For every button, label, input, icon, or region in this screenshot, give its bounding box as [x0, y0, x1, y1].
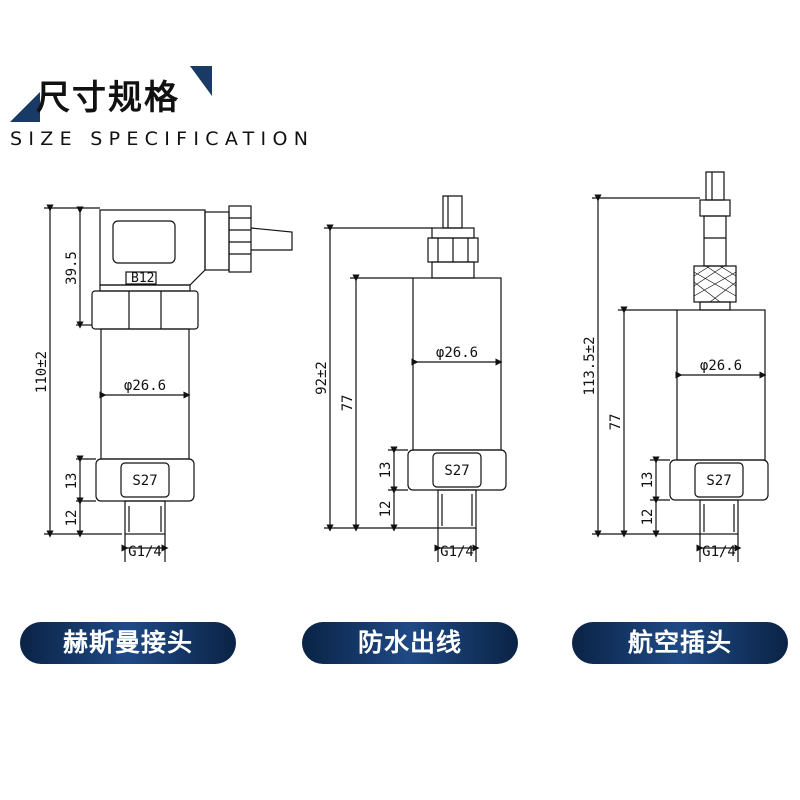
sensor-2-drawing — [324, 195, 507, 562]
sensor-1-connector-height: 39.5 — [64, 251, 80, 285]
sensor-2-name-pill: 防水出线 — [302, 622, 518, 664]
sensor-1-hex-label: S27 — [132, 473, 157, 489]
sensor-1-diameter: φ26.6 — [124, 378, 166, 394]
page-subtitle: SIZE SPECIFICATION — [10, 128, 315, 150]
sensor-3-overall-height: 113.5±2 — [582, 336, 598, 395]
sensor-1-thread-height: 12 — [64, 510, 80, 527]
sensor-1-connector-tag: B12 — [131, 271, 154, 286]
sensor-2-overall-height: 92±2 — [314, 361, 330, 395]
sensor-1-drawing — [44, 204, 293, 562]
sensor-1-overall-height: 110±2 — [34, 351, 50, 393]
sensor-3-body-height: 77 — [608, 414, 624, 431]
sensor-2-hex-label: S27 — [444, 463, 469, 479]
sensor-3-thread-height: 12 — [640, 509, 656, 526]
dimension-drawings: B12 110±2 39.5 13 12 φ26.6 S27 G1/4 92±2… — [34, 171, 769, 562]
sensor-2-diameter: φ26.6 — [436, 345, 478, 361]
sensor-3-thread-label: G1/4 — [702, 544, 736, 560]
sensor-1-hex-height: 13 — [64, 473, 80, 490]
sensor-3-drawing — [592, 171, 769, 562]
page-title: 尺寸规格 — [36, 78, 180, 118]
sensor-2-thread-height: 12 — [378, 501, 394, 518]
sensor-3-name-pill: 航空插头 — [572, 622, 788, 664]
sensor-2-hex-height: 13 — [378, 462, 394, 479]
header: 尺寸规格 SIZE SPECIFICATION — [0, 0, 800, 170]
sensor-2-body-height: 77 — [340, 395, 356, 412]
sensor-1-thread-label: G1/4 — [128, 544, 162, 560]
sensor-1-name-pill: 赫斯曼接头 — [20, 622, 236, 664]
sensor-3-diameter: φ26.6 — [700, 358, 742, 374]
sensor-3-hex-label: S27 — [706, 473, 731, 489]
title-frame — [10, 66, 212, 122]
sensor-2-thread-label: G1/4 — [440, 544, 474, 560]
sensor-3-hex-height: 13 — [640, 472, 656, 489]
